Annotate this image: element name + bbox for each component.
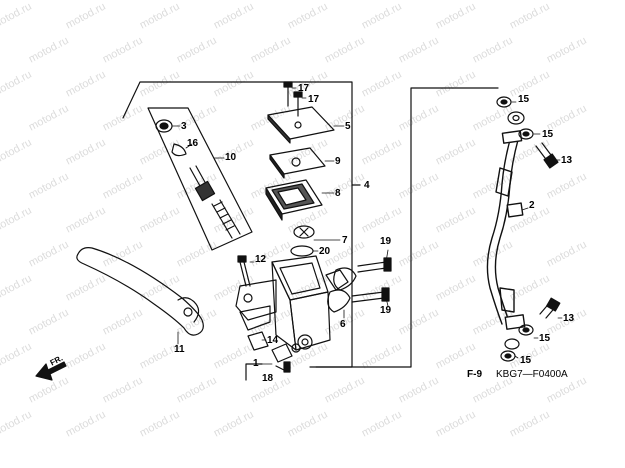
brake-hose — [486, 130, 526, 330]
callout: 8 — [335, 188, 341, 199]
callout: 18 — [262, 373, 274, 384]
diaphragm — [265, 179, 323, 221]
callout: 10 — [225, 152, 237, 163]
callout: 3 — [181, 121, 187, 132]
reservoir-plate — [269, 147, 326, 179]
piston-kit-box — [147, 107, 253, 251]
hose-bracket — [309, 87, 499, 368]
cap-screws — [283, 81, 303, 117]
direction-arrow — [35, 361, 67, 381]
callout: 15 — [539, 333, 551, 344]
bolt-12 — [237, 255, 251, 287]
figure-reference: F-9 — [467, 369, 482, 380]
callout: 13 — [561, 155, 573, 166]
callout: 11 — [174, 344, 185, 355]
callout: 17 — [308, 94, 320, 105]
callout: 16 — [187, 138, 199, 149]
float-part — [293, 225, 315, 239]
switch-parts — [245, 331, 301, 381]
leader-lines — [171, 87, 563, 365]
callout: 15 — [518, 94, 530, 105]
hose-fittings-top — [496, 96, 559, 169]
callout: 20 — [319, 246, 331, 257]
callout: 13 — [563, 313, 575, 324]
lever-holder — [327, 257, 392, 313]
callout: 5 — [345, 121, 351, 132]
drawing-code: KBG7—F0400A — [496, 369, 568, 380]
callout: 7 — [342, 235, 348, 246]
brake-lever — [76, 247, 204, 336]
callout: 14 — [267, 335, 279, 346]
callout: 19 — [380, 305, 392, 316]
o-ring — [290, 245, 314, 257]
callout: 6 — [340, 319, 346, 330]
callout: 15 — [542, 129, 554, 140]
master-cylinder-body — [235, 255, 349, 351]
callout: 1 — [253, 358, 259, 369]
callout: 15 — [520, 355, 532, 366]
callout: 19 — [380, 236, 392, 247]
callout: 2 — [529, 200, 535, 211]
reservoir-cap — [267, 106, 335, 144]
callout: 17 — [298, 83, 310, 94]
callout: 9 — [335, 156, 341, 167]
callout: 4 — [364, 180, 370, 191]
hose-fittings-bottom — [500, 297, 561, 362]
callout: 12 — [255, 254, 267, 265]
assembly-bracket-4 — [122, 81, 361, 368]
